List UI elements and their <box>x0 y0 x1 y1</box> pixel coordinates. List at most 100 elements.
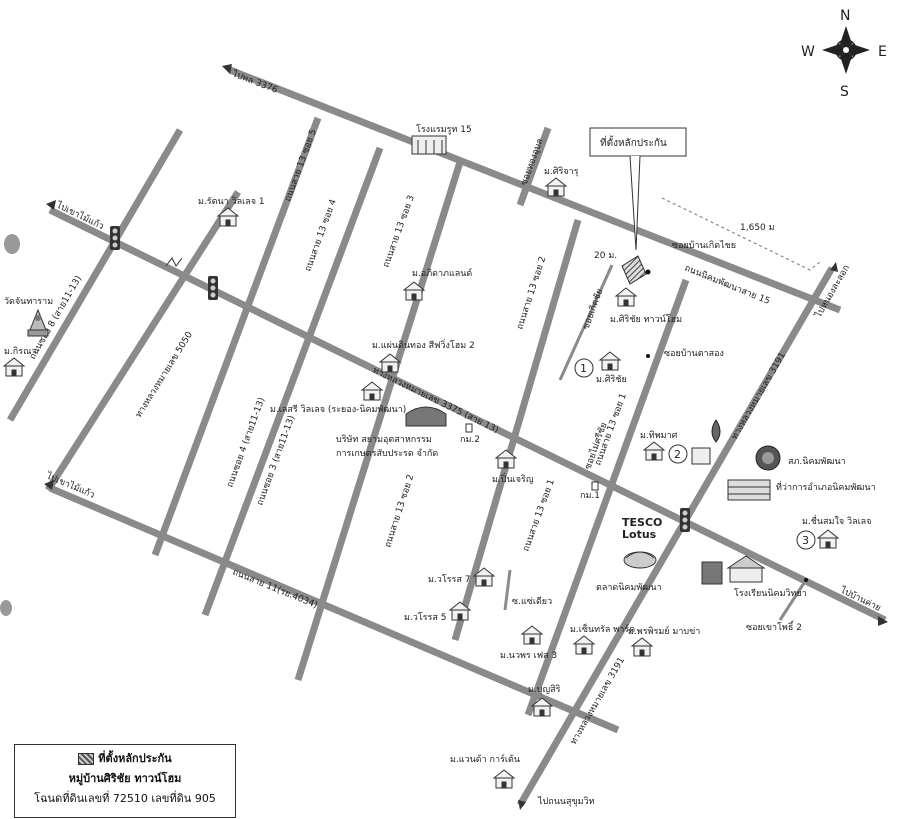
road-label-to-phon: ไปพล 3376 <box>230 68 279 96</box>
lotus-label: Lotus <box>622 528 657 541</box>
place-school: โรงเรียนนิคมวิทยา <box>734 588 807 599</box>
marker-2-label: 2 <box>674 448 681 461</box>
km-post-icon <box>465 423 473 433</box>
road-soi2 <box>451 219 582 641</box>
road-khao-pho <box>778 579 808 621</box>
place-km1: กม.1 <box>580 491 600 501</box>
place-km2: กม.2 <box>460 435 480 445</box>
house-icon <box>360 381 384 401</box>
place-lesri: ม.เลสรี วิลเลจ (ระยอง-นิคมพัฒนา) <box>270 404 406 415</box>
legend-row-2: หมู่บ้านศิริชัย ทาวน์โฮม <box>68 772 182 785</box>
tesco-label: TESCO <box>622 516 662 529</box>
road-label-ban-koet-chai: ซอยบ้านเกิดไชย <box>672 240 736 251</box>
road-label-koet-chai: ซอยเกิดชัย <box>580 287 605 331</box>
arrow-ban-khai <box>878 616 888 626</box>
place-sirichai: ม.ศิริชัย <box>596 374 627 385</box>
road-label-s13-soi2-bottom: ถนนสาย 13 ซอย 2 <box>383 473 416 548</box>
place-company-2: การเกษตรสับประรด จำกัด <box>336 448 438 459</box>
road-koet-chai <box>558 264 614 381</box>
compass-n: N <box>840 8 850 24</box>
road-label-3191-top: ทางหลวงหมายเลข 3191 <box>730 351 788 442</box>
road-label-khao-pho: ซอยเขาโพธิ์ 2 <box>746 620 802 633</box>
place-sirijaru: ม.ศิริจารุ <box>544 166 579 177</box>
compass-icon <box>822 26 870 74</box>
road-3375 <box>48 206 887 624</box>
market-basket-icon <box>623 551 657 569</box>
hotel-icon <box>411 135 447 155</box>
arrow-nong-lalok <box>830 262 838 272</box>
place-wat: วัดจันทาราม <box>4 297 53 307</box>
house-icon <box>216 207 240 227</box>
road-label-s13-soi4: ถนนสาย 13 ซอย 4 <box>303 198 339 273</box>
road-label-sukhumvit: ไปถนนสุขุมวิท <box>537 796 595 807</box>
compass-s: S <box>840 84 849 100</box>
school-icon <box>726 555 766 583</box>
house-icon <box>544 177 568 197</box>
arrow-sukhumvit <box>518 800 526 810</box>
collateral-dot <box>645 269 651 275</box>
road-break-symbol <box>165 257 183 267</box>
place-kirana: ม.กิรณา <box>4 346 36 357</box>
house-icon <box>378 353 402 373</box>
place-company-1: บริษัท สยามอุตสาหกรรม <box>336 434 432 445</box>
factory-icon <box>405 406 447 427</box>
road-3191 <box>516 266 836 807</box>
road-south-west <box>48 484 620 734</box>
marker-3-label: 3 <box>802 534 809 547</box>
police-emblem-icon <box>755 445 781 471</box>
traffic-light-icon <box>208 276 218 300</box>
house-icon <box>2 357 26 377</box>
collateral-pointer <box>629 155 641 251</box>
compass-e: E <box>878 44 887 60</box>
house-icon <box>572 635 596 655</box>
ptt-logo-icon <box>711 419 721 443</box>
place-sirichai-town: ม.ศิริชัย ทาวน์โฮม <box>610 313 682 325</box>
collateral-callout-text: ที่ตั้งหลักประกัน <box>600 135 667 149</box>
distance-1650: 1,650 ม <box>740 223 775 233</box>
road-3376 <box>228 66 842 314</box>
house-icon <box>630 637 654 657</box>
place-market: ตลาดนิคมพัฒนา <box>596 582 662 593</box>
road-label-s13-soi2-top: ถนนสาย 13 ซอย 2 <box>515 255 548 330</box>
marker-1 <box>574 358 594 378</box>
marker-1-label: 1 <box>580 362 587 375</box>
bank-logo-icon <box>691 447 711 465</box>
edge-blob <box>4 234 20 254</box>
house-icon <box>642 441 666 461</box>
place-paendin: ม.แผ่นดินทอง สีฟวิ่งโฮม 2 <box>372 338 475 351</box>
arrow-to-phon <box>222 64 232 74</box>
place-naworn: ม.นวพร เฟส 3 <box>500 651 557 661</box>
legend-title: ที่ตั้งหลักประกัน <box>98 752 172 765</box>
place-woros5: ม.วโรรส 5 <box>404 612 446 623</box>
distance-1650-line <box>661 197 821 271</box>
place-pornsiri: ม.พรพิรมย์ มาบข่า <box>628 625 700 637</box>
legend-hatch-swatch <box>78 753 95 765</box>
road-soi1 <box>524 278 690 717</box>
hotel-label: โรงแรมรูท 15 <box>416 124 472 135</box>
road-saen-diao <box>503 569 512 611</box>
compass-w: W <box>801 44 815 60</box>
place-police: สภ.นิคมพัฒนา <box>788 456 846 467</box>
arrow-khao-bottom <box>44 480 54 490</box>
place-pinchroen: ม.ปิ่นเจริญ <box>492 472 534 485</box>
house-icon <box>492 769 516 789</box>
marker-3 <box>796 530 816 550</box>
arrow-khao-top <box>46 200 56 210</box>
temple-icon <box>27 308 49 337</box>
marker-2 <box>668 444 688 464</box>
road-label-saen-diao: ซ.แซ่เดียว <box>512 596 552 607</box>
district-office-icon <box>727 479 771 501</box>
legend-row-1: ที่ตั้งหลักประกัน <box>15 749 235 769</box>
place-central-park: ม.เซ็นทรัล พาร์ค <box>570 622 635 635</box>
house-icon <box>402 281 426 301</box>
place-apirada: ม.อภิดาภแลนด์ <box>412 267 472 279</box>
place-woros7: ม.วโรรส 7 <box>428 574 470 585</box>
road-label-11: ถนนสาย 11(รย.4034) <box>231 568 319 611</box>
house-icon <box>530 697 554 717</box>
house-icon <box>520 625 544 645</box>
road-label-s13-soi1-bottom: ถนนสาย 13 ซอย 1 <box>521 478 556 553</box>
road-label-s13-soi3: ถนนสาย 13 ซอย 3 <box>381 194 416 269</box>
road-soi4 <box>201 146 384 617</box>
road-soi5 <box>151 116 322 557</box>
